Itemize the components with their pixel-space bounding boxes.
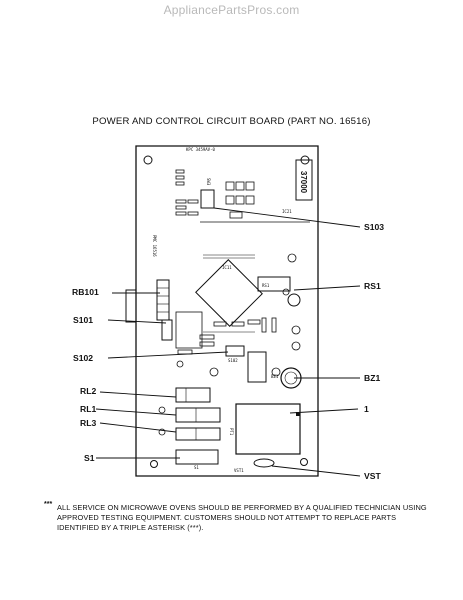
vst-board-label: VST1 (234, 468, 244, 473)
transformer-pt1 (235, 403, 301, 455)
ic21-label: IC21 (282, 209, 292, 214)
display-digits: 37000 (299, 171, 308, 194)
rs1-relay (257, 276, 291, 292)
mount-hole-tl (143, 155, 153, 165)
relay-rl3 (175, 427, 221, 441)
relay-coil-2 (158, 428, 166, 436)
relay-rl2 (175, 387, 211, 403)
upper-right-parts (225, 181, 255, 219)
transformer-pin (296, 412, 300, 416)
s1-board-label: S1 (194, 465, 199, 470)
callout-s103: S103 (364, 222, 385, 232)
vst-varistor (253, 458, 275, 468)
board-part-side: PMC 16516 (152, 235, 157, 257)
ic11-pins (203, 254, 255, 333)
display-digits-box (295, 159, 313, 201)
callout-rl2: RL2 (80, 386, 97, 396)
callout-bz1: BZ1 (364, 373, 381, 383)
middle-resistors (177, 317, 277, 355)
s102-label: S102 (228, 358, 238, 363)
relay-rl1 (175, 407, 221, 423)
callout-vst: VST (364, 471, 381, 481)
s101-switch (161, 319, 173, 341)
rs1-cap-3 (282, 288, 290, 296)
ic-middle (247, 351, 267, 383)
mount-hole-bl (150, 460, 158, 468)
ic11-chip (195, 259, 263, 327)
watermark: AppliancePartsPros.com (163, 3, 300, 17)
callout-rs1: RS1 (364, 281, 381, 291)
rs1-label: RS1 (262, 283, 270, 288)
switch-s103-label: SW3 (206, 178, 211, 186)
ic11-label: IC11 (222, 265, 232, 270)
callout-s102: S102 (73, 353, 94, 363)
board-outline (135, 145, 319, 477)
switch-s103 (200, 189, 215, 209)
callout-1: 1 (364, 404, 369, 414)
diagram-title: POWER AND CONTROL CIRCUIT BOARD (PART NO… (92, 116, 371, 127)
callout-s1: S1 (84, 453, 95, 463)
callout-s101: S101 (73, 315, 94, 325)
callout-rl3: RL3 (80, 418, 97, 428)
callout-rl1: RL1 (80, 404, 97, 414)
leader-lines (95, 207, 361, 477)
pt1-label: PT1 (229, 428, 234, 436)
relay-coil-1 (158, 406, 166, 414)
switch-s1 (175, 449, 219, 465)
s102-switch (225, 345, 245, 357)
bz1-label: BZ1 (271, 374, 279, 379)
note-asterisks: *** (44, 501, 53, 508)
board-top-code: KPC 3459AV-0 (186, 147, 215, 152)
callout-rb101: RB101 (72, 287, 99, 297)
rs1-cap-2 (287, 293, 301, 307)
middle-caps (176, 325, 301, 377)
rs1-cap-1 (287, 253, 297, 263)
mount-hole-br (300, 458, 308, 466)
s101-block (175, 311, 203, 349)
upper-left-resistors (175, 169, 199, 216)
service-note: ALL SERVICE ON MICROWAVE OVENS SHOULD BE… (57, 503, 427, 532)
rb101-connector (156, 279, 170, 321)
board-notch (125, 289, 136, 323)
